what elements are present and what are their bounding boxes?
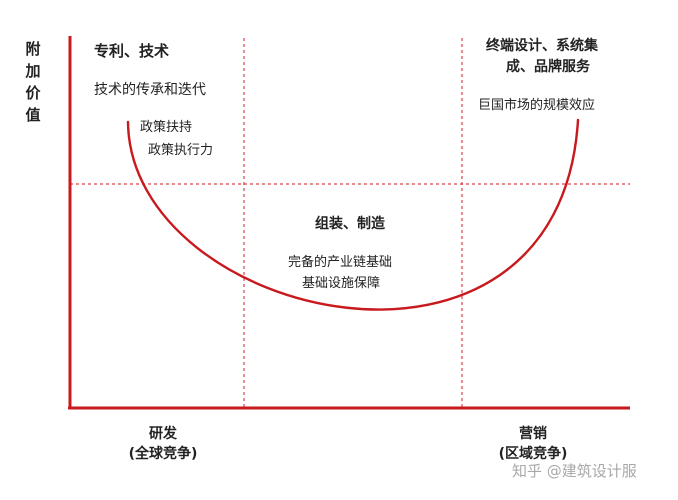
left-region-line-1: 技术的传承和迭代 — [94, 82, 206, 98]
left-region-line-3: 政策执行力 — [148, 143, 214, 158]
x-axis-left-label: 研发 (全球竞争) — [108, 424, 218, 464]
middle-region-line-2: 基础设施保障 — [302, 276, 381, 291]
smile-curve — [126, 118, 580, 311]
left-region-line-2: 政策扶持 — [140, 120, 193, 135]
right-region-title-line-2: 成、品牌服务 — [506, 59, 590, 75]
x-axis-left-line-1: 研发 — [149, 426, 177, 442]
x-axis-left-line-2: (全球竞争) — [128, 446, 198, 462]
middle-region-line-1: 完备的产业链基础 — [288, 255, 393, 270]
right-region-line-1: 巨国市场的规模效应 — [478, 98, 596, 113]
left-region-title: 专利、技术 — [94, 42, 170, 60]
right-region-title-line-1: 终端设计、系统集 — [486, 38, 598, 54]
middle-region-title: 组装、制造 — [315, 216, 385, 232]
y-axis-label: 附加价值 — [25, 40, 41, 124]
watermark: 知乎 @建筑设计服 — [512, 462, 637, 480]
x-axis-right-line-2: (区域竞争) — [498, 446, 568, 462]
x-axis-right-line-1: 营销 — [519, 426, 547, 442]
x-axis-right-label: 营销 (区域竞争) — [478, 424, 588, 464]
